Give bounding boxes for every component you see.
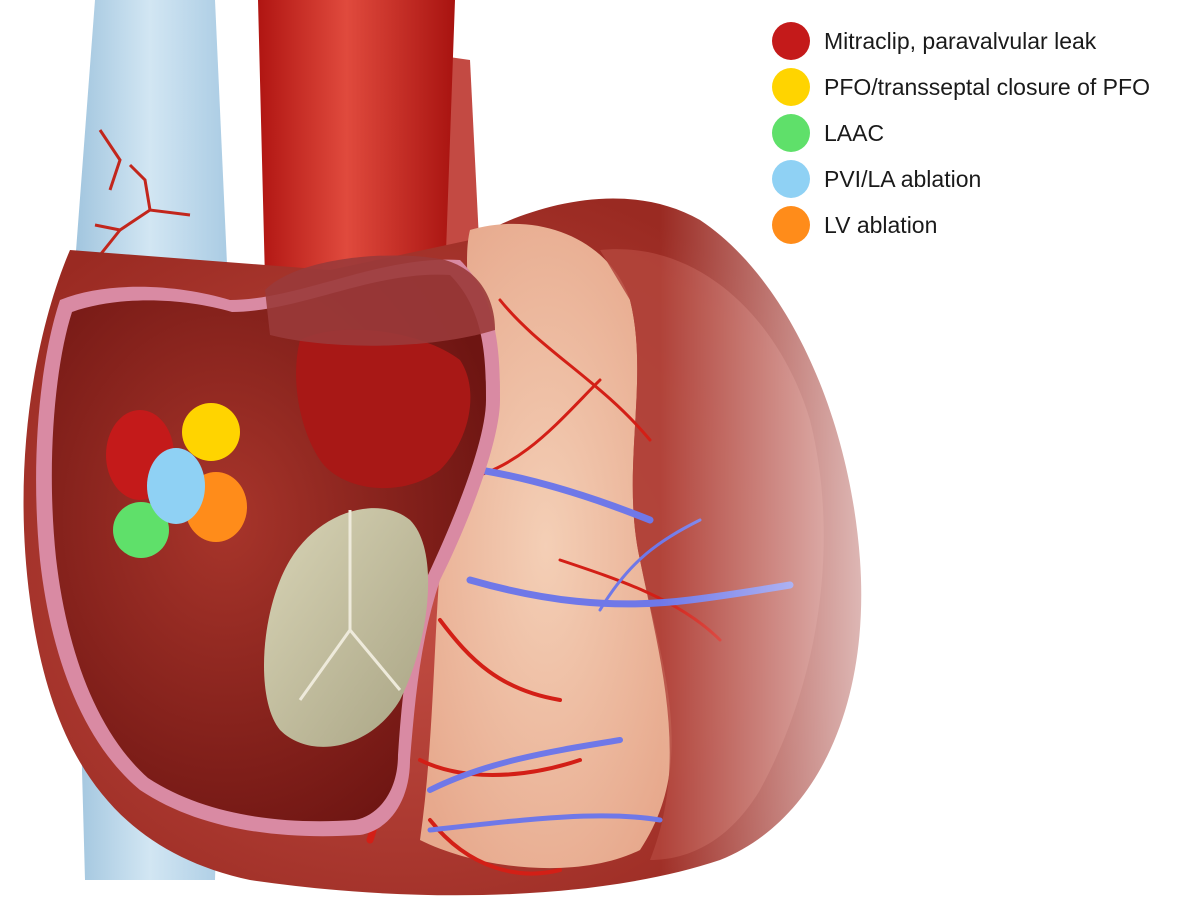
legend-label: LAAC xyxy=(824,119,885,146)
legend-item-lv: LV ablation xyxy=(772,202,1200,248)
legend-item-laac: LAAC xyxy=(772,110,1200,156)
legend-swatch-pfo xyxy=(772,68,810,106)
legend: Mitraclip, paravalvular leak PFO/transse… xyxy=(772,18,1200,248)
legend-swatch-lv xyxy=(772,206,810,244)
legend-swatch-laac xyxy=(772,114,810,152)
legend-swatch-pvi xyxy=(772,160,810,198)
legend-item-pvi: PVI/LA ablation xyxy=(772,156,1200,202)
legend-label: PVI/LA ablation xyxy=(824,165,982,192)
legend-swatch-mitraclip xyxy=(772,22,810,60)
legend-label: PFO/transseptal closure of PFO xyxy=(824,73,1150,100)
legend-item-pfo: PFO/transseptal closure of PFO xyxy=(772,64,1200,110)
legend-label: LV ablation xyxy=(824,211,938,238)
legend-label: Mitraclip, paravalvular leak xyxy=(824,27,1097,54)
legend-item-mitraclip: Mitraclip, paravalvular leak xyxy=(772,18,1200,64)
